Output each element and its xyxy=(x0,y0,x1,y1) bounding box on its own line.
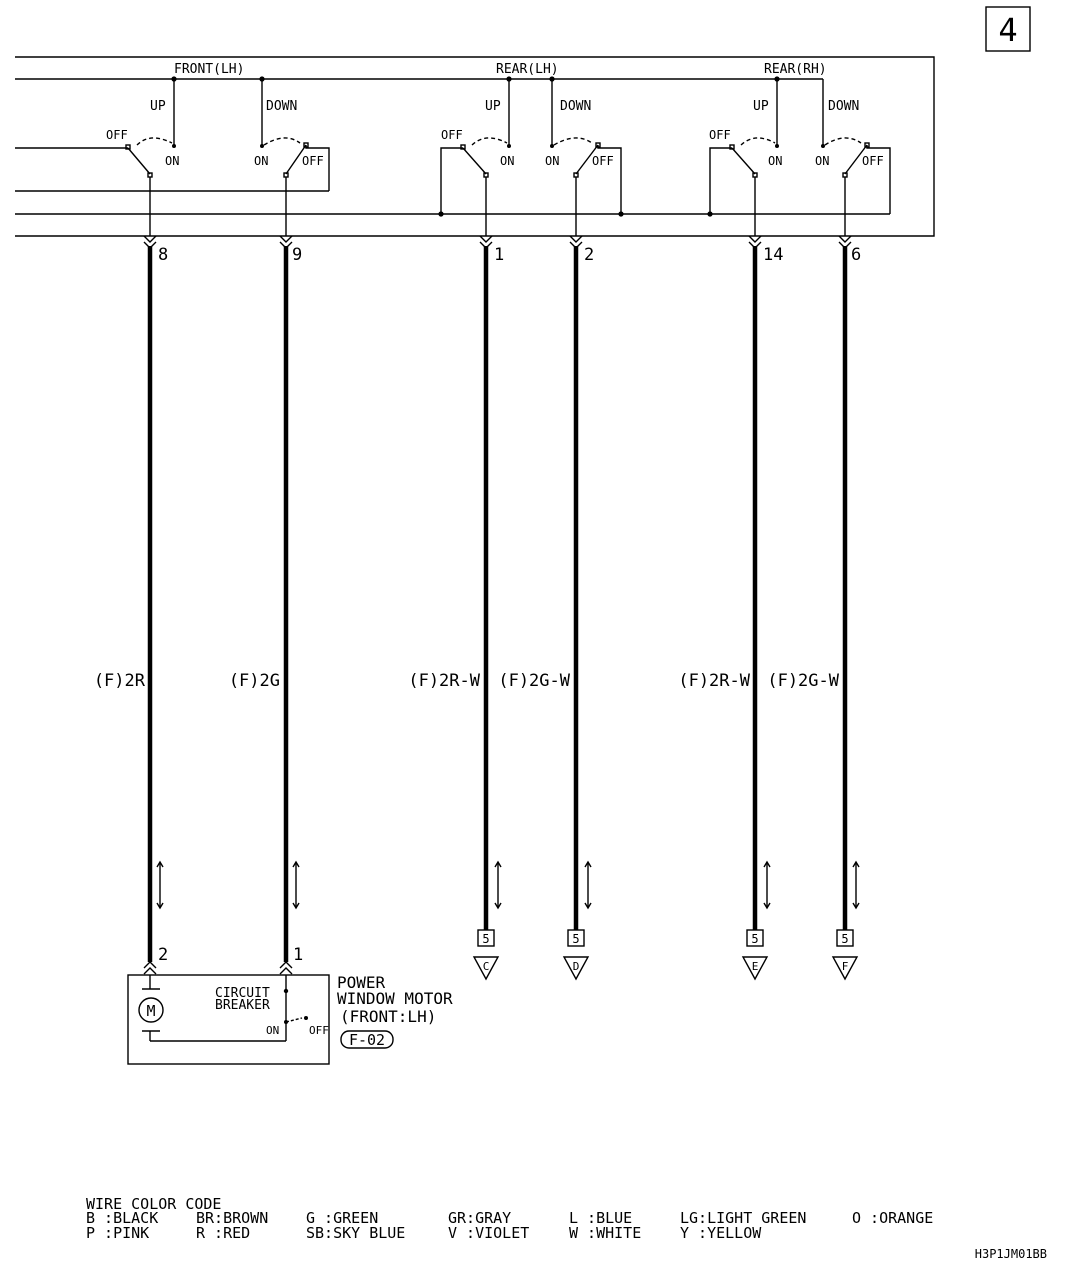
svg-text:OFF: OFF xyxy=(441,128,463,142)
svg-text:B :BLACK: B :BLACK xyxy=(86,1209,158,1227)
wire-rear-rh-up: 14 (F)2R-W 5 E xyxy=(678,235,783,981)
svg-text:P :PINK: P :PINK xyxy=(86,1224,149,1242)
svg-text:V :VIOLET: V :VIOLET xyxy=(448,1224,529,1242)
connector-number: 5 xyxy=(841,932,848,946)
switch-up-label: UP xyxy=(485,99,501,114)
connector-ref: C xyxy=(483,960,490,973)
wire-color-label: (F)2R-W xyxy=(408,671,480,691)
svg-text:SB:SKY BLUE: SB:SKY BLUE xyxy=(306,1224,405,1242)
connector-number: 5 xyxy=(482,932,489,946)
svg-text:L :BLUE: L :BLUE xyxy=(569,1209,632,1227)
legend-title: WIRE COLOR CODE xyxy=(86,1195,221,1213)
wire-rear-lh-down: 2 (F)2G-W 5 D xyxy=(498,235,594,981)
page-number-box: 4 xyxy=(985,6,1031,52)
svg-text:G :GREEN: G :GREEN xyxy=(306,1209,378,1227)
svg-text:ON: ON xyxy=(266,1024,279,1037)
pin-number: 6 xyxy=(851,245,861,265)
wire-color-label: (F)2G-W xyxy=(767,671,839,691)
wire-rear-rh-down: 6 (F)2G-W 5 F xyxy=(767,235,861,981)
breaker-label: CIRCUIT xyxy=(215,986,270,1001)
power-window-main-switch: FRONT(LH) UP DOWN OFF ON ON OFF REAR(LH)… xyxy=(15,56,935,237)
wire-color-label: (F)2G-W xyxy=(498,671,570,691)
svg-text:W :WHITE: W :WHITE xyxy=(569,1224,641,1242)
component-ref: F-02 xyxy=(349,1031,385,1049)
svg-text:Y :YELLOW: Y :YELLOW xyxy=(680,1224,762,1242)
switch-label-rear-rh: REAR(RH) xyxy=(764,62,827,77)
wire-color-code-legend: WIRE COLOR CODE B :BLACK BR:BROWN G :GRE… xyxy=(86,1195,933,1242)
wire-rear-lh-up: 1 (F)2R-W 5 C xyxy=(408,235,504,981)
component-label: POWER xyxy=(337,973,386,992)
wire-color-label: (F)2G xyxy=(229,671,280,691)
component-label: (FRONT:LH) xyxy=(340,1007,436,1026)
switch-up-label: UP xyxy=(753,99,769,114)
svg-text:ON: ON xyxy=(254,154,268,168)
connector-number: 5 xyxy=(751,932,758,946)
svg-text:OFF: OFF xyxy=(709,128,731,142)
page-number: 4 xyxy=(998,11,1017,49)
svg-text:OFF: OFF xyxy=(106,128,128,142)
svg-text:GR:GRAY: GR:GRAY xyxy=(448,1209,511,1227)
switch-down-label: DOWN xyxy=(560,99,591,114)
wire-front-lh-down: 9 (F)2G 1 xyxy=(229,235,303,975)
svg-text:OFF: OFF xyxy=(592,154,614,168)
switch-up-label: UP xyxy=(150,99,166,114)
pin-number: 9 xyxy=(292,245,302,265)
motor-icon xyxy=(138,997,164,1023)
pin-number: 14 xyxy=(763,245,783,265)
svg-text:O :ORANGE: O :ORANGE xyxy=(852,1209,933,1227)
wire-front-lh-up: 8 (F)2R 2 xyxy=(94,235,168,975)
svg-text:OFF: OFF xyxy=(862,154,884,168)
wire-color-label: (F)2R xyxy=(94,671,146,691)
connector-ref: D xyxy=(573,960,580,973)
pin-number: 1 xyxy=(494,245,504,265)
power-window-motor: M CIRCUIT BREAKER ON OFF POWER WINDOW MO… xyxy=(127,973,453,1065)
pin-number: 1 xyxy=(293,945,303,965)
svg-text:M: M xyxy=(146,1002,155,1020)
svg-text:BR:BROWN: BR:BROWN xyxy=(196,1209,268,1227)
component-label: WINDOW MOTOR xyxy=(337,989,453,1008)
svg-text:ON: ON xyxy=(165,154,179,168)
diagram-code: H3P1JM01BB xyxy=(975,1247,1047,1261)
switch-label-front-lh: FRONT(LH) xyxy=(174,62,244,77)
svg-text:R :RED: R :RED xyxy=(196,1224,250,1242)
wire-color-label: (F)2R-W xyxy=(678,671,750,691)
connector-number: 5 xyxy=(572,932,579,946)
pin-number: 2 xyxy=(584,245,594,265)
switch-down-label: DOWN xyxy=(266,99,297,114)
svg-text:LG:LIGHT GREEN: LG:LIGHT GREEN xyxy=(680,1209,806,1227)
switch-label-rear-lh: REAR(LH) xyxy=(496,62,559,77)
connector-ref: F xyxy=(842,960,849,973)
breaker-label: BREAKER xyxy=(215,998,270,1013)
pin-number: 2 xyxy=(158,945,168,965)
svg-text:ON: ON xyxy=(768,154,782,168)
svg-text:ON: ON xyxy=(500,154,514,168)
svg-text:OFF: OFF xyxy=(309,1024,329,1037)
svg-text:ON: ON xyxy=(545,154,559,168)
svg-text:ON: ON xyxy=(815,154,829,168)
svg-text:OFF: OFF xyxy=(302,154,324,168)
connector-ref: E xyxy=(752,960,759,973)
switch-down-label: DOWN xyxy=(828,99,859,114)
pin-number: 8 xyxy=(158,245,168,265)
